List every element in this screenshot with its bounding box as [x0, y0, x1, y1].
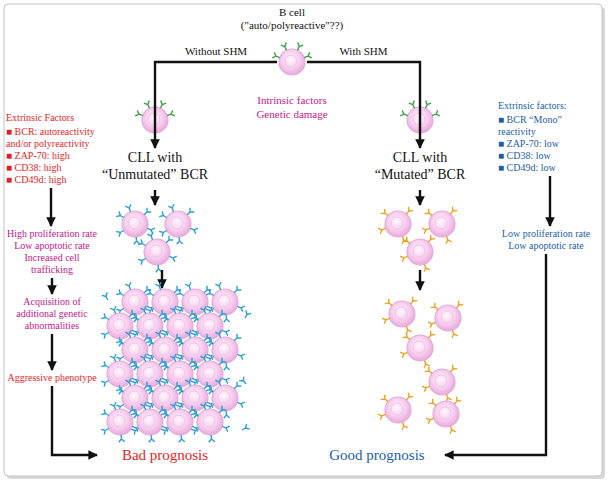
cll-cell — [116, 204, 155, 244]
cll-cluster — [101, 282, 251, 442]
node-text: CLL with “Unmutated” BCR — [99, 150, 211, 184]
node-text: B cell ("auto/polyreactive"??) — [227, 6, 357, 32]
effect-box: Low proliferation rate Low apoptotic rat… — [492, 228, 600, 252]
node-text: Good prognosis — [312, 446, 442, 464]
flow-arrow — [51, 334, 53, 370]
node-text: Extrinsic factors: — [498, 100, 602, 112]
outcome-box: Good prognosis — [312, 446, 442, 464]
arrow — [161, 270, 163, 288]
b-cell — [272, 43, 312, 75]
effect-box: Acquisition of additional genetic abnorm… — [6, 296, 98, 332]
note-label: Genetic damage — [256, 108, 327, 121]
cll-heading: CLL with “Mutated” BCR — [364, 150, 476, 184]
node-text: High proliferation rate Low apoptotic ra… — [6, 228, 98, 276]
list-item: ■ CD38: high — [6, 162, 96, 174]
cll-cell — [138, 232, 177, 272]
factor-list: Extrinsic Factors ■ BCR: autoreactivity a… — [6, 112, 96, 186]
flow-arrow — [51, 278, 53, 294]
node-text: Extrinsic Factors — [6, 112, 96, 124]
factor-list: Extrinsic factors: ■ BCR “Mono” reactivit… — [498, 100, 602, 174]
list-item: ■ CD49d: high — [6, 174, 96, 186]
list-item: ■ ZAP-70: low — [498, 138, 602, 150]
node-text: Aggressive phenotype — [6, 372, 98, 384]
cll-heading: CLL with “Unmutated” BCR — [99, 150, 211, 184]
node-text: Acquisition of additional genetic abnorm… — [6, 296, 98, 332]
effect-box: High proliferation rate Low apoptotic ra… — [6, 228, 98, 276]
outcome-box: Bad prognosis — [100, 446, 230, 464]
frame — [4, 4, 602, 476]
list-item: ■ ZAP-70: high — [6, 150, 96, 162]
flow-arrow — [52, 386, 97, 455]
list-item: ■ BCR “Mono” reactivity — [498, 114, 602, 138]
flow-arrow — [549, 176, 551, 226]
arrow — [419, 270, 421, 290]
edge-label: Without SHM — [183, 45, 249, 58]
cll-cell — [400, 235, 435, 272]
cell-label: B cell ("auto/polyreactive"??) — [227, 6, 357, 76]
node-text: Bad prognosis — [100, 446, 230, 464]
arrow — [154, 190, 156, 205]
flow-arrow — [50, 188, 52, 226]
cll-cell — [378, 207, 413, 244]
node-text: Low proliferation rate Low apoptotic rat… — [492, 228, 600, 252]
cll-cluster — [378, 297, 463, 434]
edge-label: With SHM — [337, 45, 389, 58]
effect-box: Aggressive phenotype — [6, 372, 98, 384]
list-item: ■ CD38: low — [498, 150, 602, 162]
flow-arrow — [445, 254, 546, 455]
list-item: ■ BCR: autoreactivity and/or polyreactiv… — [6, 126, 96, 150]
arrow — [419, 190, 421, 205]
list-item: ■ CD49d: low — [498, 162, 602, 174]
cll-cell — [422, 207, 457, 244]
node-text: CLL with “Mutated” BCR — [364, 150, 476, 184]
note-label: Intrinsic factors — [257, 94, 326, 107]
cll-cell — [159, 204, 198, 244]
